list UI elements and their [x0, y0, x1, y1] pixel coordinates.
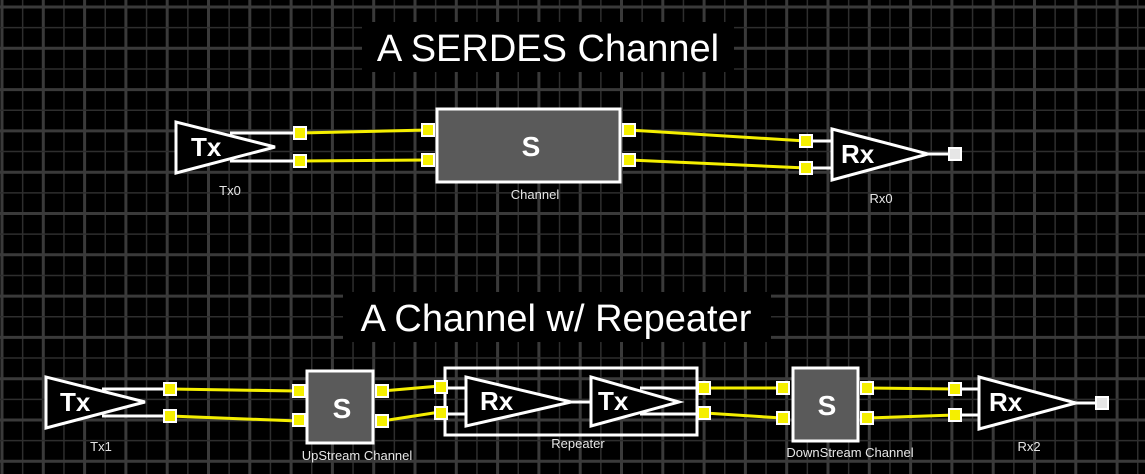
- channel-sparam-box: [435, 107, 622, 184]
- pin-channel-in-n[interactable]: [421, 153, 435, 167]
- rx0-label: Rx: [841, 139, 875, 169]
- downstream-sparam-box: [791, 366, 860, 443]
- pin-rx0-in-n[interactable]: [799, 161, 813, 175]
- wire-tx1-upstream-p[interactable]: [169, 387, 299, 393]
- channel-caption: Channel: [511, 187, 560, 202]
- tx0-caption: Tx0: [219, 183, 241, 198]
- pin-upstream-in-p[interactable]: [292, 384, 306, 398]
- tx1-block[interactable]: Tx Tx1: [44, 375, 168, 454]
- rx2-block[interactable]: Rx Rx2: [957, 375, 1098, 454]
- pin-channel-out-p[interactable]: [622, 123, 636, 137]
- tx0-block[interactable]: Tx Tx0: [174, 120, 298, 198]
- repeater-rx-label: Rx: [480, 386, 514, 416]
- tx1-caption: Tx1: [90, 439, 112, 454]
- pin-rx0-in-p[interactable]: [799, 134, 813, 148]
- channel-label: S: [522, 131, 541, 162]
- pin-repeater-in-n[interactable]: [434, 406, 448, 420]
- rx2-label: Rx: [989, 387, 1023, 417]
- upstream-label: S: [333, 393, 352, 424]
- pin-upstream-in-n[interactable]: [292, 413, 306, 427]
- rx0-caption: Rx0: [869, 191, 892, 206]
- pin-tx0-p[interactable]: [293, 126, 307, 140]
- pin-tx1-n[interactable]: [163, 409, 177, 423]
- pin-rx2-in-n[interactable]: [948, 408, 962, 422]
- rx0-block[interactable]: Rx Rx0: [808, 127, 952, 206]
- tx1-label: Tx: [60, 387, 91, 417]
- pin-upstream-out-n[interactable]: [375, 414, 389, 428]
- pin-downstream-out-n[interactable]: [860, 411, 874, 425]
- rx2-caption: Rx2: [1017, 439, 1040, 454]
- pin-rx0-out[interactable]: [948, 147, 962, 161]
- wire-downstream-rx2-n[interactable]: [866, 413, 956, 420]
- repeater-rx-triangle-icon: [464, 375, 572, 428]
- title-background: [362, 22, 734, 72]
- wire-tx0-channel-p[interactable]: [299, 128, 429, 135]
- diagram-title: A Channel w/ Repeater: [361, 298, 752, 340]
- downstream-caption: DownStream Channel: [786, 445, 913, 460]
- diagram-serdes-channel: A SERDES Channel Tx Tx0 S Channel: [174, 22, 962, 206]
- wire-repeater-downstream-n[interactable]: [704, 411, 783, 420]
- pin-rx2-out[interactable]: [1095, 396, 1109, 410]
- repeater-box: [443, 366, 699, 437]
- title-background: [343, 292, 771, 342]
- pin-tx1-p[interactable]: [163, 382, 177, 396]
- wire-tx0-channel-n[interactable]: [299, 158, 429, 163]
- upstream-sparam-box: [305, 369, 375, 445]
- repeater-tx-triangle-icon: [589, 375, 685, 428]
- diagram-channel-with-repeater: A Channel w/ Repeater Tx Tx1 S UpStream …: [44, 292, 1109, 463]
- pin-tx0-n[interactable]: [293, 154, 307, 168]
- wire-downstream-rx2-p[interactable]: [866, 386, 956, 391]
- pin-downstream-in-n[interactable]: [776, 411, 790, 425]
- wire-channel-rx0-n[interactable]: [628, 158, 807, 170]
- downstream-channel-block[interactable]: S DownStream Channel: [786, 366, 914, 460]
- pin-downstream-out-p[interactable]: [860, 381, 874, 395]
- pin-rx2-in-p[interactable]: [948, 382, 962, 396]
- pin-repeater-out-p[interactable]: [697, 381, 711, 395]
- wire-upstream-repeater-p[interactable]: [381, 384, 441, 393]
- repeater-caption: Repeater: [551, 436, 605, 451]
- channel-block[interactable]: S Channel: [435, 107, 622, 202]
- repeater-tx-label: Tx: [598, 386, 629, 416]
- tx0-label: Tx: [191, 132, 222, 162]
- tx0-triangle-icon: [174, 120, 276, 175]
- pin-repeater-out-n[interactable]: [697, 406, 711, 420]
- upstream-caption: UpStream Channel: [302, 448, 413, 463]
- rx0-triangle-icon: [830, 127, 934, 182]
- pin-channel-in-p[interactable]: [421, 123, 435, 137]
- pin-upstream-out-p[interactable]: [375, 384, 389, 398]
- wire-tx1-upstream-n[interactable]: [169, 414, 299, 423]
- rx2-triangle-icon: [977, 375, 1082, 431]
- pin-downstream-in-p[interactable]: [776, 381, 790, 395]
- repeater-block[interactable]: Rx Tx Repeater: [441, 366, 703, 451]
- tx1-triangle-icon: [44, 375, 146, 430]
- diagram-title: A SERDES Channel: [377, 28, 719, 70]
- pin-channel-out-n[interactable]: [622, 153, 636, 167]
- pin-repeater-in-p[interactable]: [434, 380, 448, 394]
- upstream-channel-block[interactable]: S UpStream Channel: [302, 369, 413, 463]
- downstream-label: S: [818, 390, 837, 421]
- wire-channel-rx0-p[interactable]: [628, 128, 807, 143]
- wire-upstream-repeater-n[interactable]: [381, 410, 441, 423]
